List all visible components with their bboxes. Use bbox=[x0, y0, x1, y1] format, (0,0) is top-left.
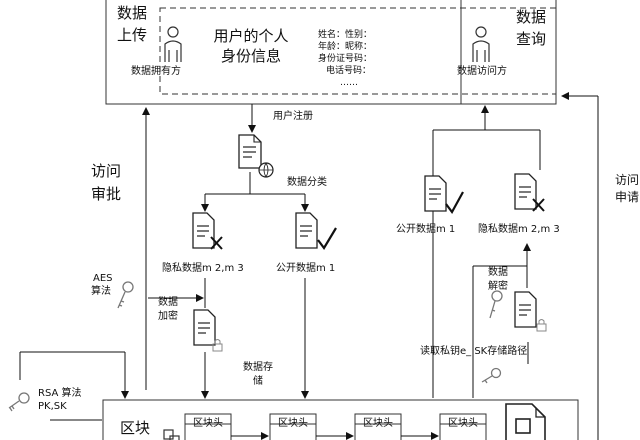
decrypt-label-line2: 解密 bbox=[488, 281, 508, 292]
block-1-header: 区块头 bbox=[193, 418, 223, 429]
block-3 bbox=[354, 413, 402, 440]
private-data-right-label: 隐私数据m 2,m 3 bbox=[478, 224, 560, 235]
block-2-header: 区块头 bbox=[278, 418, 308, 429]
public-data-left-label: 公开数据m 1 bbox=[276, 263, 336, 274]
blockchain-box bbox=[102, 399, 579, 440]
info-field-1: 姓名：性别： bbox=[318, 30, 373, 40]
upload-box bbox=[105, 0, 462, 105]
query-title-line2: 查询 bbox=[516, 30, 547, 48]
aes-label-line1: AES bbox=[93, 273, 113, 284]
info-title-line2: 身份信息 bbox=[220, 47, 281, 65]
info-title-line1: 用户的个人 bbox=[213, 27, 289, 45]
public-data-right-label: 公开数据m 1 bbox=[396, 224, 456, 235]
block-3-header: 区块头 bbox=[363, 418, 393, 429]
access-apply-line2: 申请 bbox=[615, 190, 640, 204]
info-field-4: 电话号码： bbox=[326, 66, 372, 76]
access-approval-line2: 审批 bbox=[91, 185, 122, 203]
decrypt-key-icon bbox=[489, 290, 503, 319]
aes-label-line2: 算法 bbox=[91, 286, 111, 297]
data-classify-label: 数据分类 bbox=[287, 177, 327, 188]
access-approval-line1: 访问 bbox=[91, 162, 122, 180]
visitor-label: 数据访问方 bbox=[457, 66, 507, 77]
document-search-icon bbox=[238, 134, 274, 178]
encrypt-label-line2: 加密 bbox=[158, 311, 178, 322]
visitor-person-icon bbox=[472, 26, 490, 62]
decrypt-doc-icon bbox=[514, 291, 547, 332]
block-4-header: 区块头 bbox=[448, 418, 478, 429]
chain-label: 区块 bbox=[120, 419, 151, 437]
block-4 bbox=[439, 413, 487, 440]
info-field-2: 年龄：昵称： bbox=[318, 42, 373, 52]
public-data-doc-icon-left bbox=[295, 212, 337, 250]
rsa-label-line1: RSA 算法 bbox=[38, 388, 82, 399]
user-register-label: 用户注册 bbox=[273, 111, 313, 122]
upload-title-line1: 数据 bbox=[117, 4, 148, 22]
access-apply-line1: 访问 bbox=[615, 173, 640, 187]
private-data-doc-icon-right bbox=[514, 173, 545, 212]
private-data-left-label: 隐私数据m 2,m 3 bbox=[162, 263, 244, 274]
chain-link-icon bbox=[163, 429, 180, 440]
encrypt-label-line1: 数据 bbox=[158, 297, 178, 308]
encrypted-doc-icon bbox=[193, 309, 223, 352]
block-1 bbox=[184, 413, 232, 440]
owner-label: 数据拥有方 bbox=[131, 66, 181, 77]
store-label-line2: 储 bbox=[253, 376, 263, 387]
read-key-icon bbox=[481, 367, 502, 384]
owner-person-icon bbox=[164, 26, 182, 62]
query-title-line1: 数据 bbox=[516, 8, 547, 26]
decrypt-label-line1: 数据 bbox=[488, 267, 508, 278]
aes-key-icon bbox=[117, 281, 134, 309]
block-2 bbox=[269, 413, 317, 440]
rsa-key-icon bbox=[8, 392, 30, 412]
public-data-doc-icon-right bbox=[424, 175, 464, 215]
private-data-doc-icon-left bbox=[192, 212, 223, 250]
rsa-label-line2: PK,SK bbox=[38, 401, 67, 412]
read-key-label: 读取私钥e_ SK存储路径 bbox=[420, 346, 528, 357]
info-field-3: 身份证号码： bbox=[318, 54, 373, 64]
personal-info-box bbox=[159, 7, 557, 95]
store-label-line1: 数据存 bbox=[243, 362, 273, 373]
storage-doc-icon bbox=[505, 403, 546, 440]
info-ellipsis: …… bbox=[340, 78, 358, 88]
upload-title-line2: 上传 bbox=[117, 26, 148, 44]
